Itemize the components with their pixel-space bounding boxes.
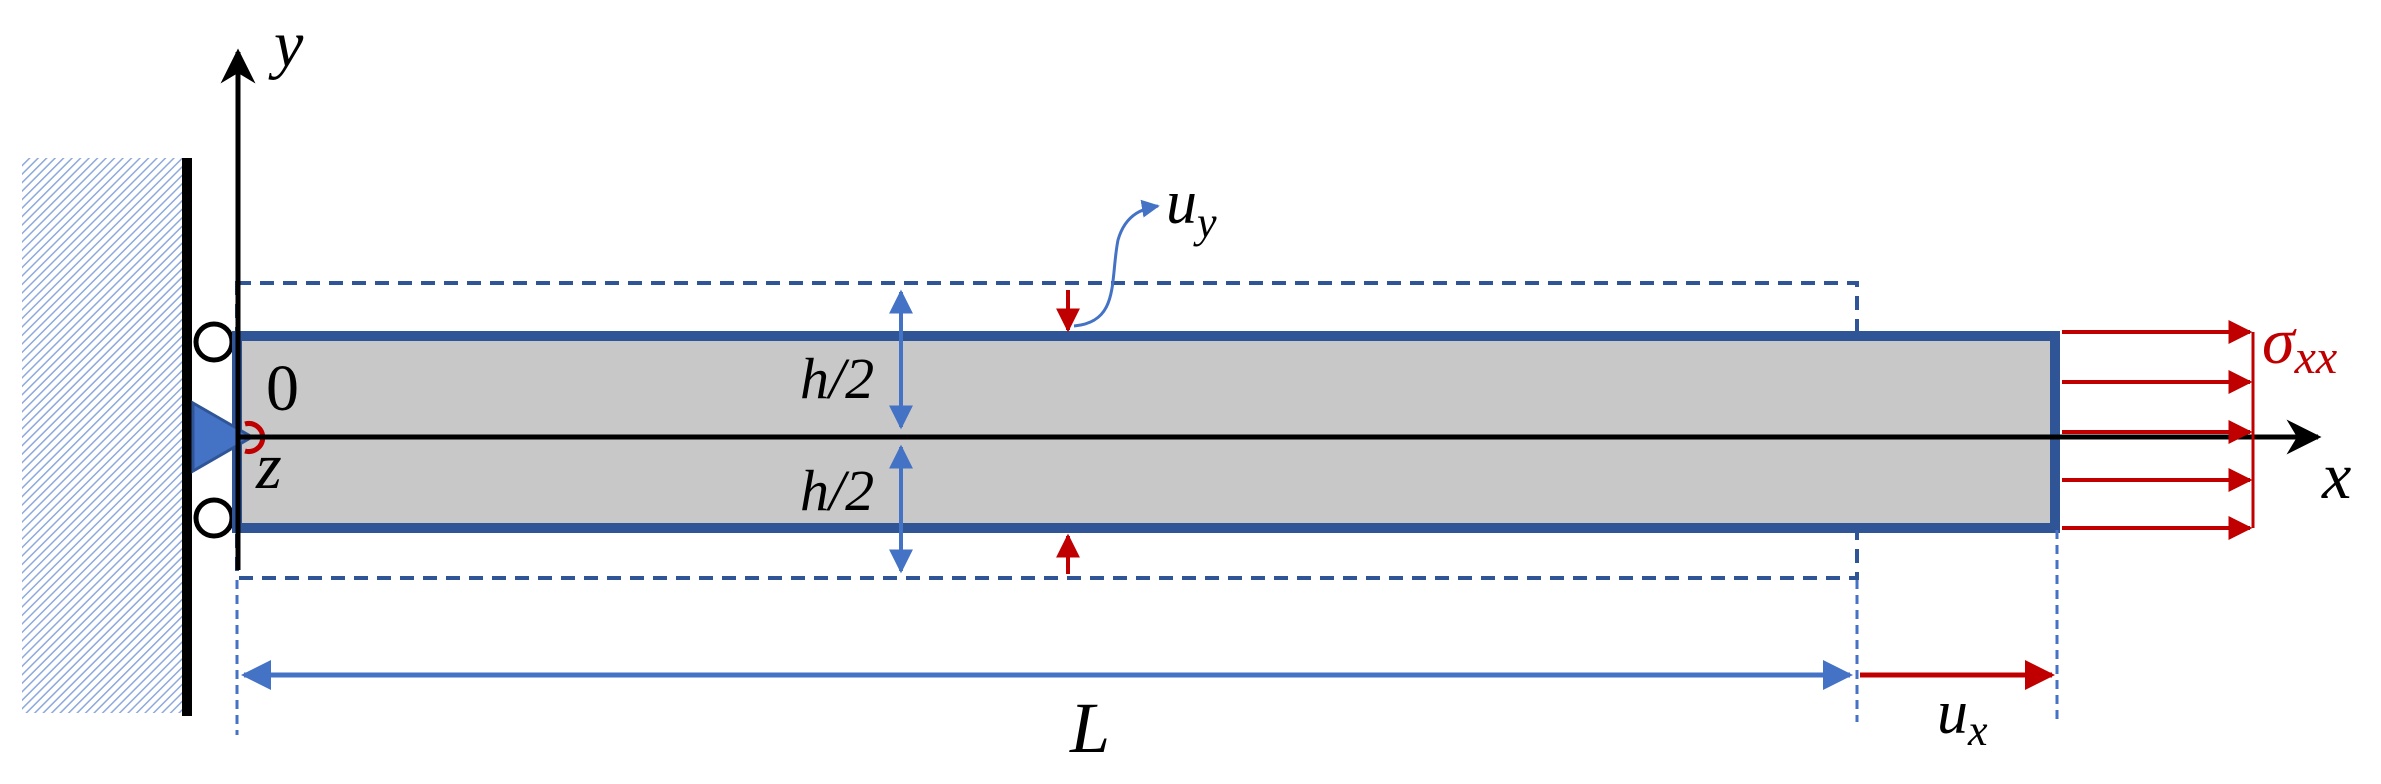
origin-label: 0 [266,352,299,425]
half-height-bottom-label: h/2 [800,458,874,523]
uy-leader-curve [1073,199,1160,328]
sigma-xx-label: σxx [2262,305,2337,384]
roller-support-top [193,321,235,363]
half-height-top-label: h/2 [800,346,874,411]
ux-label: ux [1937,679,1988,755]
x-axis-label: x [2321,440,2351,513]
roller-support-bottom [193,497,235,539]
ux-label-base: u [1937,679,1968,747]
uy-label: uy [1166,169,1217,247]
beam-body [232,331,2060,533]
length-label: L [1069,688,1110,768]
sigma-label-sub: xx [2294,331,2338,384]
wall-hatch [22,158,182,713]
uy-label-base: u [1166,169,1197,237]
ux-label-sub: x [1967,706,1988,755]
sigma-label-base: σ [2262,305,2297,378]
y-axis-label: y [268,8,304,81]
z-axis-label: z [255,430,282,503]
pin-support-triangle [191,400,256,474]
uy-label-sub: y [1193,198,1217,247]
